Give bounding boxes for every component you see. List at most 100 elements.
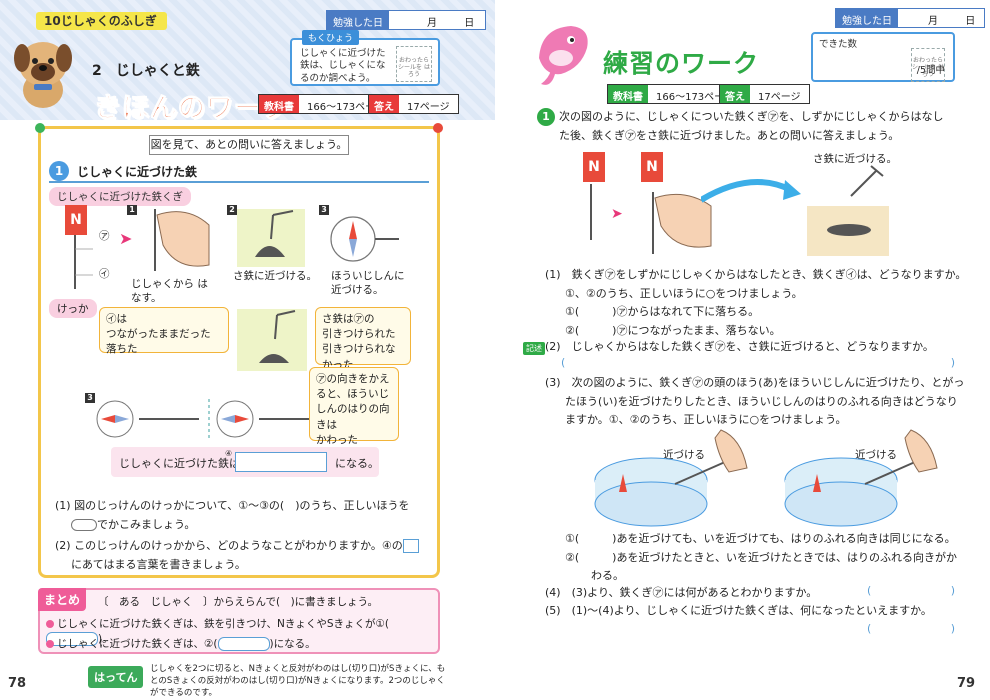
question-1: (1) 鉄くぎ㋐をしずかにじしゃくからはなしたとき、鉄くぎ㋑は、どうなりますか。… <box>545 266 985 341</box>
question-1: (1) 図のじっけんのけっかについて、①～③の( )のうち、正しいほうを でかこ… <box>55 497 435 534</box>
score-box: できた数 /5問中 <box>811 32 955 82</box>
sticker-spot[interactable]: おわったら シールを はろう <box>911 48 945 82</box>
caption-3: ほういじしんに 近づける。 <box>331 270 405 297</box>
q1-title: じしゃくに近づけた鉄 <box>77 165 198 179</box>
question-2: (2) じしゃくからはなした鉄くぎ㋐を、さ鉄に近づけると、どうなりますか。 <box>545 338 985 357</box>
answer-blank-1[interactable] <box>46 632 98 646</box>
q1-number: 1 <box>49 161 69 181</box>
textbook-pages: 166～173ページ <box>307 102 385 113</box>
section-title: 2 じしゃくと鉄 <box>92 63 200 79</box>
page-title: 練習のワーク <box>603 49 760 78</box>
bullet-icon <box>46 640 54 648</box>
q1-option-2[interactable]: ②( )㋐につながったまま、落ちない。 <box>565 324 781 338</box>
day-label: 日 <box>965 16 976 27</box>
summary-tag: まとめ <box>38 588 87 611</box>
magnet-n-icon: N <box>583 152 605 182</box>
summary-line-1-text: じしゃくに近づけた鉄くぎは、鉄を引きつけ、NきょくやSきょくが①( <box>57 618 390 630</box>
answer-blank-4[interactable] <box>235 452 327 472</box>
sticker-spot[interactable]: おわったら シールを はろう <box>396 46 432 82</box>
result-iron-sand-figure <box>237 309 307 371</box>
answers-pages: 17ページ <box>758 92 801 103</box>
conclusion-num: ④ <box>225 449 233 458</box>
answer-blank-2[interactable] <box>217 637 270 651</box>
q1-text2: ①、②のうち、正しいほうに○をつけましょう。 <box>565 286 803 300</box>
day-label: 日 <box>464 18 475 29</box>
nail-icon <box>74 235 93 289</box>
hand-holding-nail-icon <box>652 192 712 254</box>
textbook-label: 教科書 <box>608 85 648 103</box>
textbook-label: 教科書 <box>259 95 299 113</box>
studied-day-fields: 月 日 <box>389 11 474 29</box>
answers-ref: 答え 17ページ <box>368 94 459 114</box>
result2-head: さ鉄は㋐の <box>322 313 375 325</box>
result3-head: ㋐の向きをかえると、ほういじしんのはりの向きは <box>316 373 390 431</box>
q2-text: (2) じしゃくからはなした鉄くぎ㋐を、さ鉄に近づけると、どうなりますか。 <box>545 340 934 353</box>
q3-option-2[interactable]: ②( )あを近づけたときと、いを近づけたときでは、はりのふれる向きがか <box>565 550 958 564</box>
month-label: 月 <box>427 18 437 29</box>
answer-line-5[interactable]: ( ) <box>867 622 955 640</box>
q2-text: このじっけんのけっかから、どのようなことがわかりますか。④の <box>74 539 403 552</box>
paren-right-icon: ) <box>950 584 955 597</box>
paren-left-icon: ( <box>561 356 566 369</box>
advanced-tag: はってん <box>88 666 144 688</box>
iron-sand-icon <box>827 224 871 236</box>
pin-icon <box>35 123 45 133</box>
nail-icon <box>590 184 592 240</box>
q1-text: (1) 鉄くぎ㋐をしずかにじしゃくからはなしたとき、鉄くぎ㋑は、どうなりますか。 <box>545 268 967 281</box>
caption-2: さ鉄に近づける。 <box>233 270 317 282</box>
q1-header: 1 じしゃくに近づけた鉄 <box>49 161 429 183</box>
mark-a: ㋐ <box>99 230 110 242</box>
result-box-2: さ鉄は㋐の 引きつけられた 引きつけられなかった <box>315 307 411 371</box>
oval-mark-icon <box>71 518 97 531</box>
answers-pages: 17ページ <box>407 102 450 113</box>
mark-i: ㋑ <box>99 268 110 280</box>
compass-icon <box>330 216 399 262</box>
page-number-right: 79 <box>957 676 976 691</box>
goal-text: じしゃくに近づけた鉄は、じしゃくになるのか調べよう。 <box>300 48 386 84</box>
paren-right-icon: ) <box>950 622 955 635</box>
q3-option-1[interactable]: ①( )あを近づけても、いを近づけても、はりのふれる向きは同じになる。 <box>565 532 956 545</box>
instruction: 図を見て、あとの問いに答えましょう。 <box>149 135 349 155</box>
caption-1: じしゃくから はなす。 <box>131 278 208 305</box>
answer-line-4[interactable]: ( ) <box>867 584 955 602</box>
result1-opt2: 落ちた <box>106 343 138 356</box>
left-page: 10じしゃくのふしぎ 2 じしゃくと鉄 きほんのワーク 勉強した日 月 日 もく… <box>0 0 495 698</box>
right-page: 練習のワーク 勉強した日 月 日 できた数 /5問中 おわったら シールを はろ… <box>495 0 990 700</box>
q3-option-2b: わる。 <box>591 569 624 583</box>
studied-day-label: 勉強した日 <box>836 9 898 27</box>
summary-line-1-end: )。 <box>98 633 113 645</box>
q3-line-c: ますか。①、②のうち、正しいほうに○をつけましょう。 <box>565 413 847 427</box>
result-box-3: ㋐の向きをかえると、ほういじしんのはりの向きは かわった 同じだった <box>309 367 399 461</box>
answer-line-2[interactable]: ( ) <box>561 356 955 374</box>
dolphin-mascot-icon <box>539 26 588 85</box>
result3-opt1: かわった <box>316 433 358 446</box>
summary-line-2-text: じしゃくに近づけた鉄くぎは、②( <box>57 638 218 650</box>
studied-day-box: 勉強した日 月 日 <box>835 8 985 28</box>
q4-text: (4) (3)より、鉄くぎ㋐には何があるとわかりますか。 <box>545 586 818 599</box>
q5-text: (5) (1)～(4)より、じしゃくに近づけた鉄くぎは、何になったといえますか。 <box>545 604 932 617</box>
paren-right-icon: ) <box>950 356 955 369</box>
q1-text: 図のじっけんのけっかについて、①～③の( )のうち、正しいほうを <box>74 499 410 512</box>
arrow-right-icon: ➤ <box>119 229 133 248</box>
dog-mascot-icon <box>14 42 72 108</box>
blank-box-icon <box>402 539 419 553</box>
compass-experiment-a <box>594 429 748 527</box>
summary-line-2-end: )になる。 <box>269 638 316 650</box>
written-answer-tag: 記述 <box>523 342 545 355</box>
q2-text2: にあてはまる言葉を書きましょう。 <box>71 557 246 571</box>
q1-option-1[interactable]: ①( )㋐からはなれて下に落ちる。 <box>565 305 760 319</box>
magnet-n-icon: N <box>641 152 663 182</box>
question-3-options: ①( )あを近づけても、いを近づけても、はりのふれる向きは同じになる。 ②( )… <box>565 530 985 586</box>
question-3: (3) 次の図のように、鉄くぎ㋐の頭のほう(あ)をほういじしんに近づけたり、とが… <box>545 374 985 430</box>
page-title: きほんのワーク <box>94 93 290 125</box>
advanced-text: じしゃくを2つに切ると、Nきょくと反対がわのはし(切り口)がSきょくに、もとのS… <box>150 664 446 698</box>
studied-day-fields: 月 日 <box>898 9 975 27</box>
compass-experiment-b <box>784 429 938 527</box>
q2-num: (2) <box>55 539 71 552</box>
studied-day-box: 勉強した日 月 日 <box>326 10 486 30</box>
conclusion-post: になる。 <box>335 457 379 470</box>
left-header: 10じしゃくのふしぎ 2 じしゃくと鉄 きほんのワーク 勉強した日 月 日 もく… <box>0 0 495 125</box>
goal-box: もくひょう じしゃくに近づけた鉄は、じしゃくになるのか調べよう。 おわったら シ… <box>290 30 440 86</box>
iron-sand-figure <box>807 206 889 256</box>
